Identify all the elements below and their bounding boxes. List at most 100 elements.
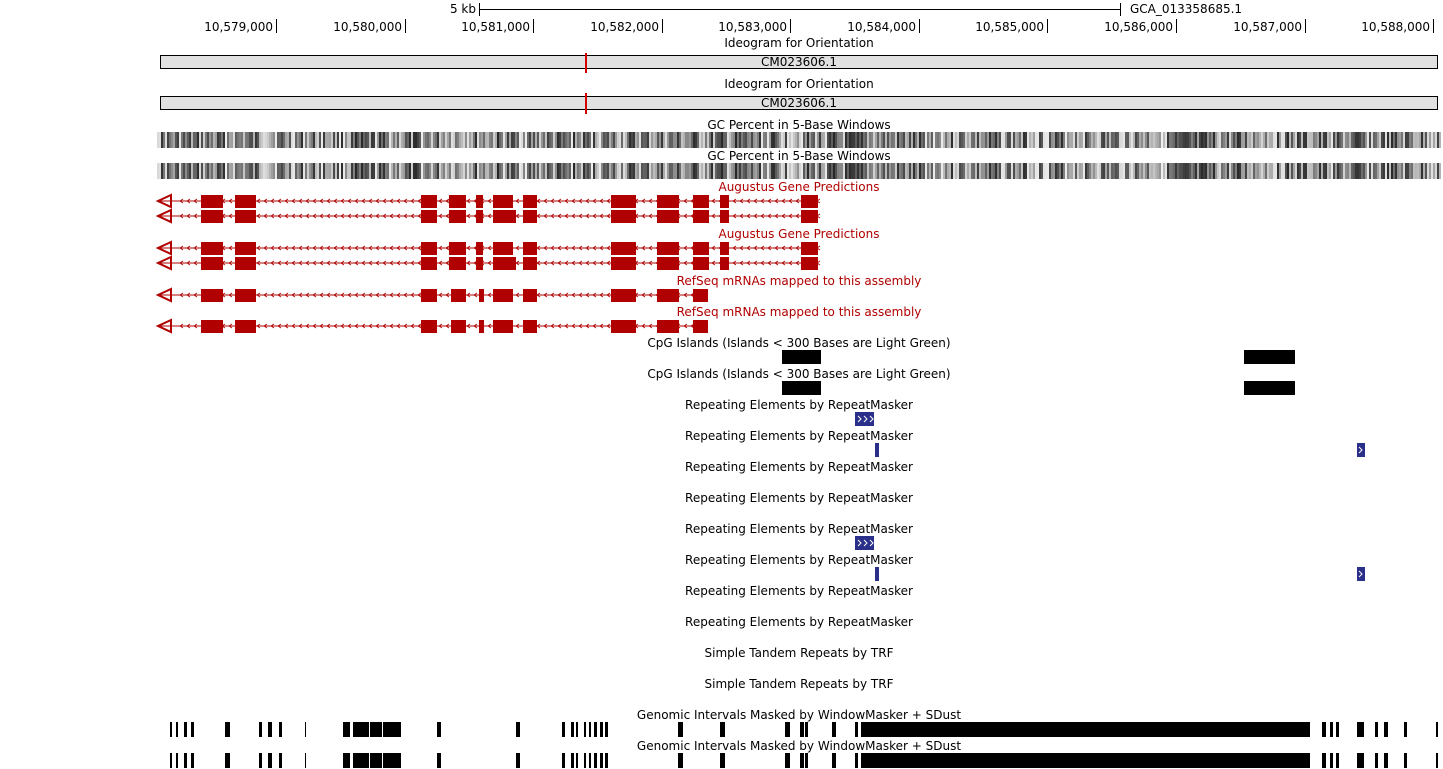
gene-start-arrow bbox=[155, 255, 172, 271]
masked-interval bbox=[720, 753, 725, 768]
strand-arrow bbox=[396, 245, 401, 251]
scale-label: 5 kb bbox=[449, 2, 476, 16]
augustus-track-title[interactable]: Augustus Gene Predictions bbox=[718, 227, 880, 241]
repeatmasker-track-title[interactable]: Repeating Elements by RepeatMasker bbox=[685, 553, 913, 567]
strand-arrow bbox=[228, 245, 233, 251]
ruler-tick-label: 10,585,000 bbox=[975, 20, 1044, 34]
strand-arrow bbox=[739, 198, 744, 204]
strand-arrow bbox=[263, 213, 268, 219]
strand-arrow bbox=[270, 292, 275, 298]
strand-arrow bbox=[186, 292, 191, 298]
strand-arrow bbox=[333, 323, 338, 329]
repeatmasker-track-title[interactable]: Repeating Elements by RepeatMasker bbox=[685, 491, 913, 505]
ideogram-track-title[interactable]: Ideogram for Orientation bbox=[724, 77, 874, 91]
strand-arrow bbox=[648, 292, 653, 298]
exon bbox=[720, 242, 729, 255]
strand-arrow bbox=[382, 198, 387, 204]
exon bbox=[421, 289, 437, 302]
masked-interval bbox=[1330, 753, 1333, 768]
repeatmasker-track-title[interactable]: Repeating Elements by RepeatMasker bbox=[685, 429, 913, 443]
strand-arrow bbox=[340, 213, 345, 219]
exon bbox=[235, 320, 256, 333]
strand-arrow bbox=[305, 213, 310, 219]
strand-arrow bbox=[396, 198, 401, 204]
augustus-track-title[interactable]: Augustus Gene Predictions bbox=[718, 180, 880, 194]
repeat-element bbox=[875, 443, 879, 457]
exon bbox=[611, 257, 636, 270]
ideogram-bar[interactable]: CM023606.1 bbox=[160, 55, 1438, 69]
strand-arrow bbox=[361, 245, 366, 251]
trf-track-title[interactable]: Simple Tandem Repeats by TRF bbox=[704, 646, 894, 660]
ideogram-track-title[interactable]: Ideogram for Orientation bbox=[724, 36, 874, 50]
masked-interval bbox=[516, 753, 520, 768]
ruler-tick-label: 10,583,000 bbox=[718, 20, 787, 34]
strand-arrow bbox=[270, 245, 275, 251]
scale-bar-right-cap bbox=[1120, 3, 1121, 16]
cpg-track-title[interactable]: CpG Islands (Islands < 300 Bases are Lig… bbox=[647, 367, 951, 381]
refseq-track-title[interactable]: RefSeq mRNAs mapped to this assembly bbox=[676, 305, 922, 319]
strand-arrow bbox=[193, 245, 198, 251]
strand-arrow bbox=[550, 198, 555, 204]
masked-interval bbox=[370, 753, 382, 768]
exon bbox=[451, 289, 466, 302]
repeatmasker-track-title[interactable]: Repeating Elements by RepeatMasker bbox=[685, 615, 913, 629]
windowmasker-track-title[interactable]: Genomic Intervals Masked by WindowMasker… bbox=[636, 708, 962, 722]
gc-track-title[interactable]: GC Percent in 5-Base Windows bbox=[707, 118, 891, 132]
masked-interval bbox=[1436, 722, 1438, 737]
strand-arrow bbox=[571, 245, 576, 251]
exon bbox=[801, 195, 818, 208]
windowmasker-track-title[interactable]: Genomic Intervals Masked by WindowMasker… bbox=[636, 739, 962, 753]
repeatmasker-track-title[interactable]: Repeating Elements by RepeatMasker bbox=[685, 584, 913, 598]
strand-arrow bbox=[312, 213, 317, 219]
trf-track-title[interactable]: Simple Tandem Repeats by TRF bbox=[704, 677, 894, 691]
strand-arrow bbox=[732, 260, 737, 266]
strand-arrow bbox=[739, 213, 744, 219]
repeatmasker-track-title[interactable]: Repeating Elements by RepeatMasker bbox=[685, 522, 913, 536]
strand-arrow bbox=[543, 198, 548, 204]
strand-arrow bbox=[347, 245, 352, 251]
exon bbox=[201, 195, 223, 208]
strand-arrow bbox=[592, 260, 597, 266]
strand-arrow bbox=[403, 323, 408, 329]
strand-arrow bbox=[515, 323, 520, 329]
masked-interval bbox=[584, 753, 586, 768]
exon bbox=[657, 210, 679, 223]
masked-interval bbox=[1384, 753, 1388, 768]
repeat-element bbox=[875, 567, 879, 581]
strand-arrow bbox=[382, 323, 387, 329]
strand-arrow bbox=[375, 323, 380, 329]
cpg-track-title[interactable]: CpG Islands (Islands < 300 Bases are Lig… bbox=[647, 336, 951, 350]
strand-arrow bbox=[746, 213, 751, 219]
strand-arrow bbox=[487, 213, 492, 219]
repeatmasker-track-title[interactable]: Repeating Elements by RepeatMasker bbox=[685, 398, 913, 412]
strand-arrow bbox=[410, 213, 415, 219]
ideogram-bar[interactable]: CM023606.1 bbox=[160, 96, 1438, 110]
strand-arrow bbox=[277, 245, 282, 251]
cpg-island bbox=[1244, 381, 1295, 395]
repeat-strand-arrow bbox=[863, 415, 868, 423]
ruler-tick-label: 10,582,000 bbox=[590, 20, 659, 34]
strand-arrow bbox=[326, 213, 331, 219]
exon bbox=[493, 195, 513, 208]
strand-arrow bbox=[382, 292, 387, 298]
strand-arrow bbox=[606, 198, 611, 204]
strand-arrow bbox=[571, 292, 576, 298]
exon bbox=[657, 289, 679, 302]
repeat-strand-arrow bbox=[1358, 446, 1363, 454]
strand-arrow bbox=[438, 213, 443, 219]
refseq-track-title[interactable]: RefSeq mRNAs mapped to this assembly bbox=[676, 274, 922, 288]
strand-arrow bbox=[445, 260, 450, 266]
gc-track-title[interactable]: GC Percent in 5-Base Windows bbox=[707, 149, 891, 163]
masked-interval bbox=[605, 722, 608, 737]
strand-arrow bbox=[410, 323, 415, 329]
gene-start-arrow bbox=[155, 287, 172, 303]
strand-arrow bbox=[340, 198, 345, 204]
repeatmasker-track-title[interactable]: Repeating Elements by RepeatMasker bbox=[685, 460, 913, 474]
strand-arrow bbox=[606, 260, 611, 266]
strand-arrow bbox=[592, 292, 597, 298]
repeat-strand-arrow bbox=[869, 539, 874, 547]
strand-arrow bbox=[557, 323, 562, 329]
